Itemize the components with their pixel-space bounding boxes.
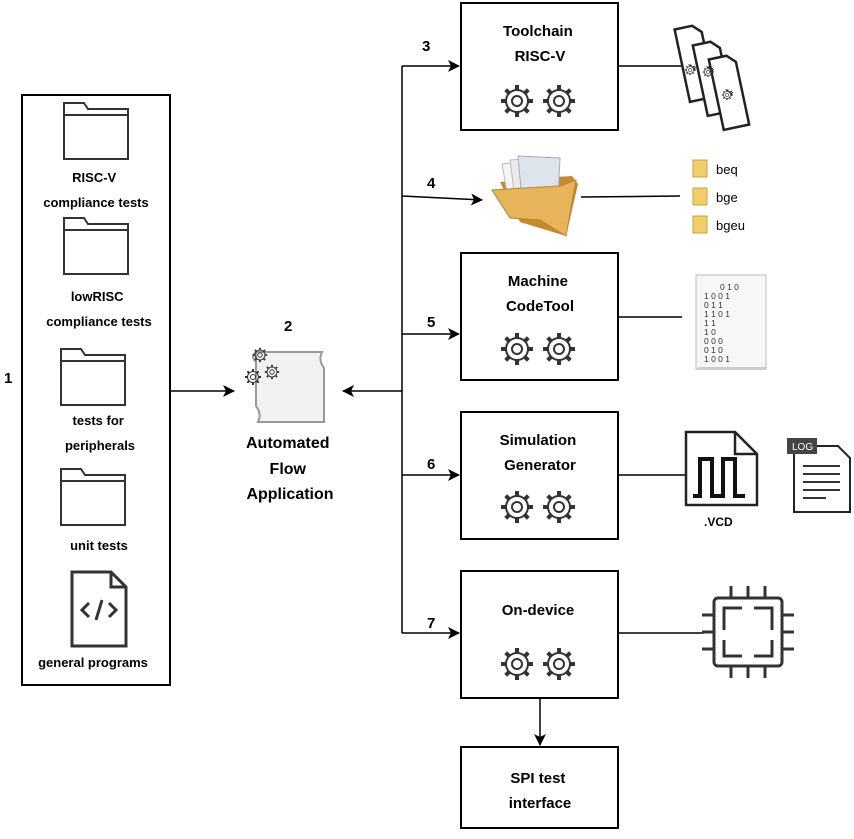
step-1-label: 1 — [4, 370, 12, 387]
code-file-icon — [70, 570, 128, 648]
toolchain-label: Toolchain RISC-V — [503, 23, 577, 65]
folder-icon — [63, 217, 129, 275]
chip-icon — [702, 586, 794, 678]
source-unit-label: unit tests — [70, 538, 128, 553]
source-lowrisc-label: lowRISC compliance tests — [46, 289, 152, 329]
step-4-label: 4 — [427, 175, 436, 192]
spi-label: SPI test interface — [509, 770, 572, 812]
file-bge: bge — [716, 190, 738, 205]
script-gear-icon — [244, 346, 325, 423]
simulation-label: Simulation Generator — [500, 432, 581, 474]
step-2-label: 2 — [284, 318, 292, 335]
source-peripherals-label: tests for peripherals — [65, 413, 135, 453]
ondevice-box — [460, 570, 619, 699]
small-folder-icon — [692, 159, 708, 234]
vcd-label: .VCD — [704, 515, 733, 529]
step-5-label: 5 — [427, 314, 435, 331]
binary-digits: 0 1 0 1 0 0 1 0 1 1 1 1 0 1 1 1 1 0 0 0 … — [704, 282, 741, 364]
log-label: LOG — [792, 442, 813, 453]
folder-icon — [60, 348, 126, 406]
folder-icon — [60, 468, 126, 526]
machinecode-label: Machine CodeTool — [506, 273, 574, 315]
source-riscv-label: RISC-V compliance tests — [43, 170, 149, 210]
log-file-icon — [787, 438, 851, 513]
step-3-label: 3 — [422, 38, 430, 55]
ondevice-label: On-device — [502, 602, 575, 619]
source-general-label: general programs — [38, 655, 148, 670]
spi-box — [460, 746, 619, 829]
open-folder-icon — [491, 155, 578, 237]
output-line-folder — [580, 195, 681, 198]
binary-sheet-icon — [695, 274, 767, 370]
step-6-label: 6 — [427, 456, 435, 473]
toolchain-box — [460, 2, 619, 131]
file-bgeu: bgeu — [716, 218, 745, 233]
app-label: Automated Flow Application — [246, 435, 334, 503]
step-7-label: 7 — [427, 615, 435, 632]
gear-documents-icon — [673, 24, 751, 132]
folder-icon — [63, 102, 129, 160]
arrow-to-open-folder — [401, 193, 483, 206]
vcd-waveform-icon — [684, 430, 759, 507]
file-beq: beq — [716, 162, 738, 177]
simulation-box — [460, 411, 619, 540]
